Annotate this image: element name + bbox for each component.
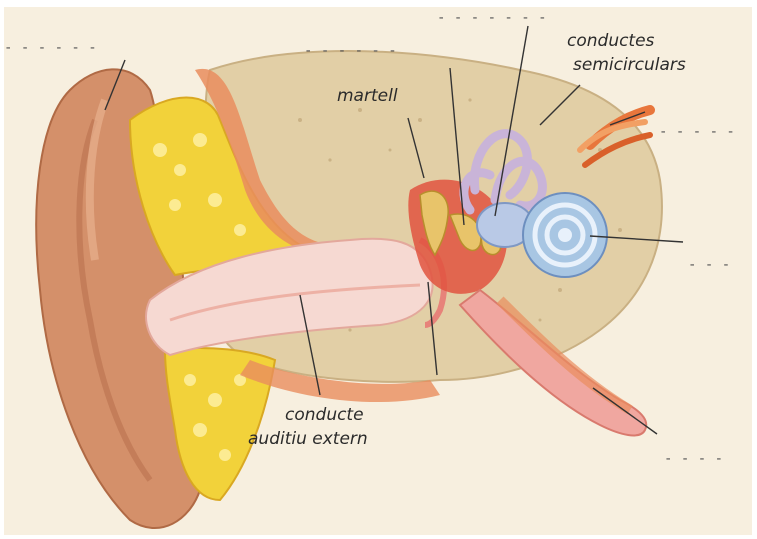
- hammer-label: martell: [337, 85, 398, 107]
- blank-stirrup: - - - - - - -: [437, 10, 547, 26]
- blank-eardrum: - - - - - -: [304, 43, 397, 59]
- cochlea: [523, 193, 607, 277]
- semicircular-label-line1: conductes: [567, 30, 654, 52]
- blank-cochlea: - - -: [688, 257, 730, 273]
- blank-eustachian: - - - -: [664, 451, 723, 467]
- canal-label-line1: conducte: [285, 404, 364, 426]
- blank-nerve: - - - - -: [659, 124, 735, 140]
- semicircular-label-line2: semicirculars: [573, 54, 686, 76]
- canal-label-line2: auditiu extern: [248, 428, 368, 450]
- blank-pinna: - - - - - -: [4, 40, 97, 56]
